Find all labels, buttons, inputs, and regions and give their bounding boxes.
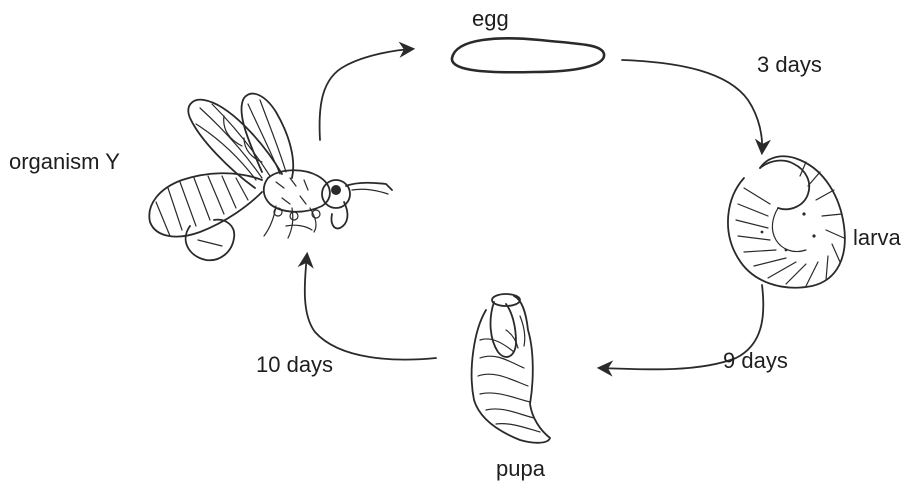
fly-drawing: [149, 94, 392, 261]
pupa-drawing: [472, 294, 550, 443]
duration-label-pupa-to-adult: 10 days: [256, 354, 333, 376]
stage-label-pupa: pupa: [496, 458, 545, 480]
egg-drawing: [452, 38, 604, 72]
stage-label-egg: egg: [472, 8, 509, 30]
duration-label-larva-to-pupa: 9 days: [723, 350, 788, 372]
stage-label-larva: larva: [853, 227, 901, 249]
arrow-egg-to-larva: [622, 60, 762, 152]
stage-label-adult: organism Y: [9, 151, 120, 173]
arrow-pupa-to-adult: [305, 255, 436, 360]
duration-label-egg-to-larva: 3 days: [757, 54, 822, 76]
arrow-adult-to-egg: [320, 49, 412, 140]
larva-drawing: [728, 156, 845, 287]
